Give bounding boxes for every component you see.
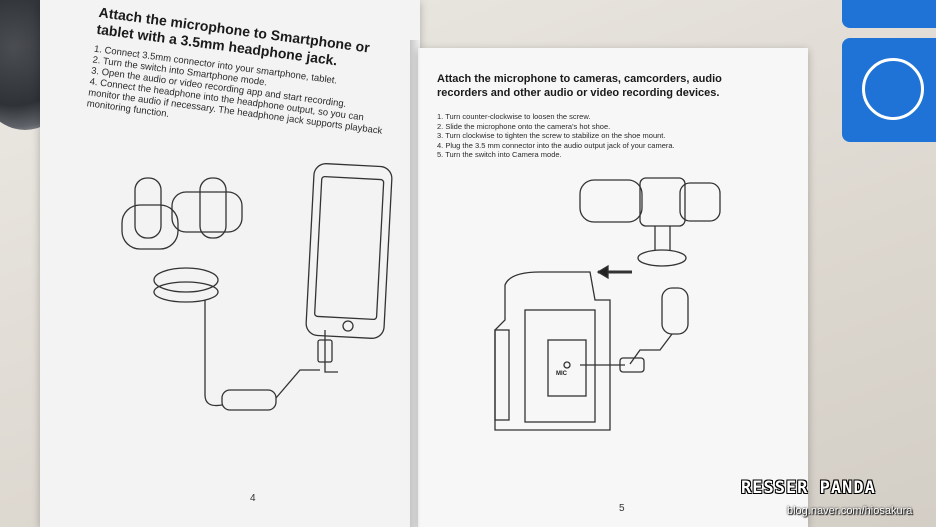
microphone-drawing [121, 204, 179, 250]
microphone-logo-icon [862, 58, 924, 120]
camera-setup-illustration [494, 177, 721, 431]
blue-card-top [842, 0, 936, 28]
right-page-text: Attach the microphone to cameras, camcor… [437, 72, 737, 160]
step-item: 4. Plug the 3.5 mm connector into the au… [437, 140, 675, 150]
step-item: 3. Turn clockwise to tighten the screw t… [437, 131, 666, 141]
cable-drawing [204, 300, 223, 407]
right-page-steps: 1. Turn counter-clockwise to loosen the … [437, 112, 737, 160]
watermark-brand: RESSER PANDA [741, 478, 876, 498]
cable-drawing [661, 287, 689, 335]
right-page [418, 48, 808, 527]
right-page-title: Attach the microphone to cameras, camcor… [437, 73, 722, 99]
left-page [40, 0, 420, 527]
step-item: 5. Turn the switch into Camera mode. [437, 150, 562, 160]
book-spine [410, 40, 428, 527]
shoe-mount-drawing [153, 267, 219, 293]
step-item: 1. Turn counter-clockwise to loosen the … [437, 112, 591, 121]
watermark-url: blog.naver.com/hiosakura [787, 505, 913, 517]
camera-drawing [494, 271, 611, 431]
shoe-mount-drawing [637, 249, 687, 267]
smartphone-setup-illustration [121, 163, 393, 411]
smartphone-drawing [305, 163, 393, 339]
right-page-number: 5 [619, 503, 625, 514]
left-page-number: 4 [250, 493, 256, 504]
step-item: 2. Slide the microphone onto the camera'… [437, 121, 611, 131]
camera-mic-label: MIC [556, 371, 568, 377]
microphone-drawing [579, 179, 643, 223]
